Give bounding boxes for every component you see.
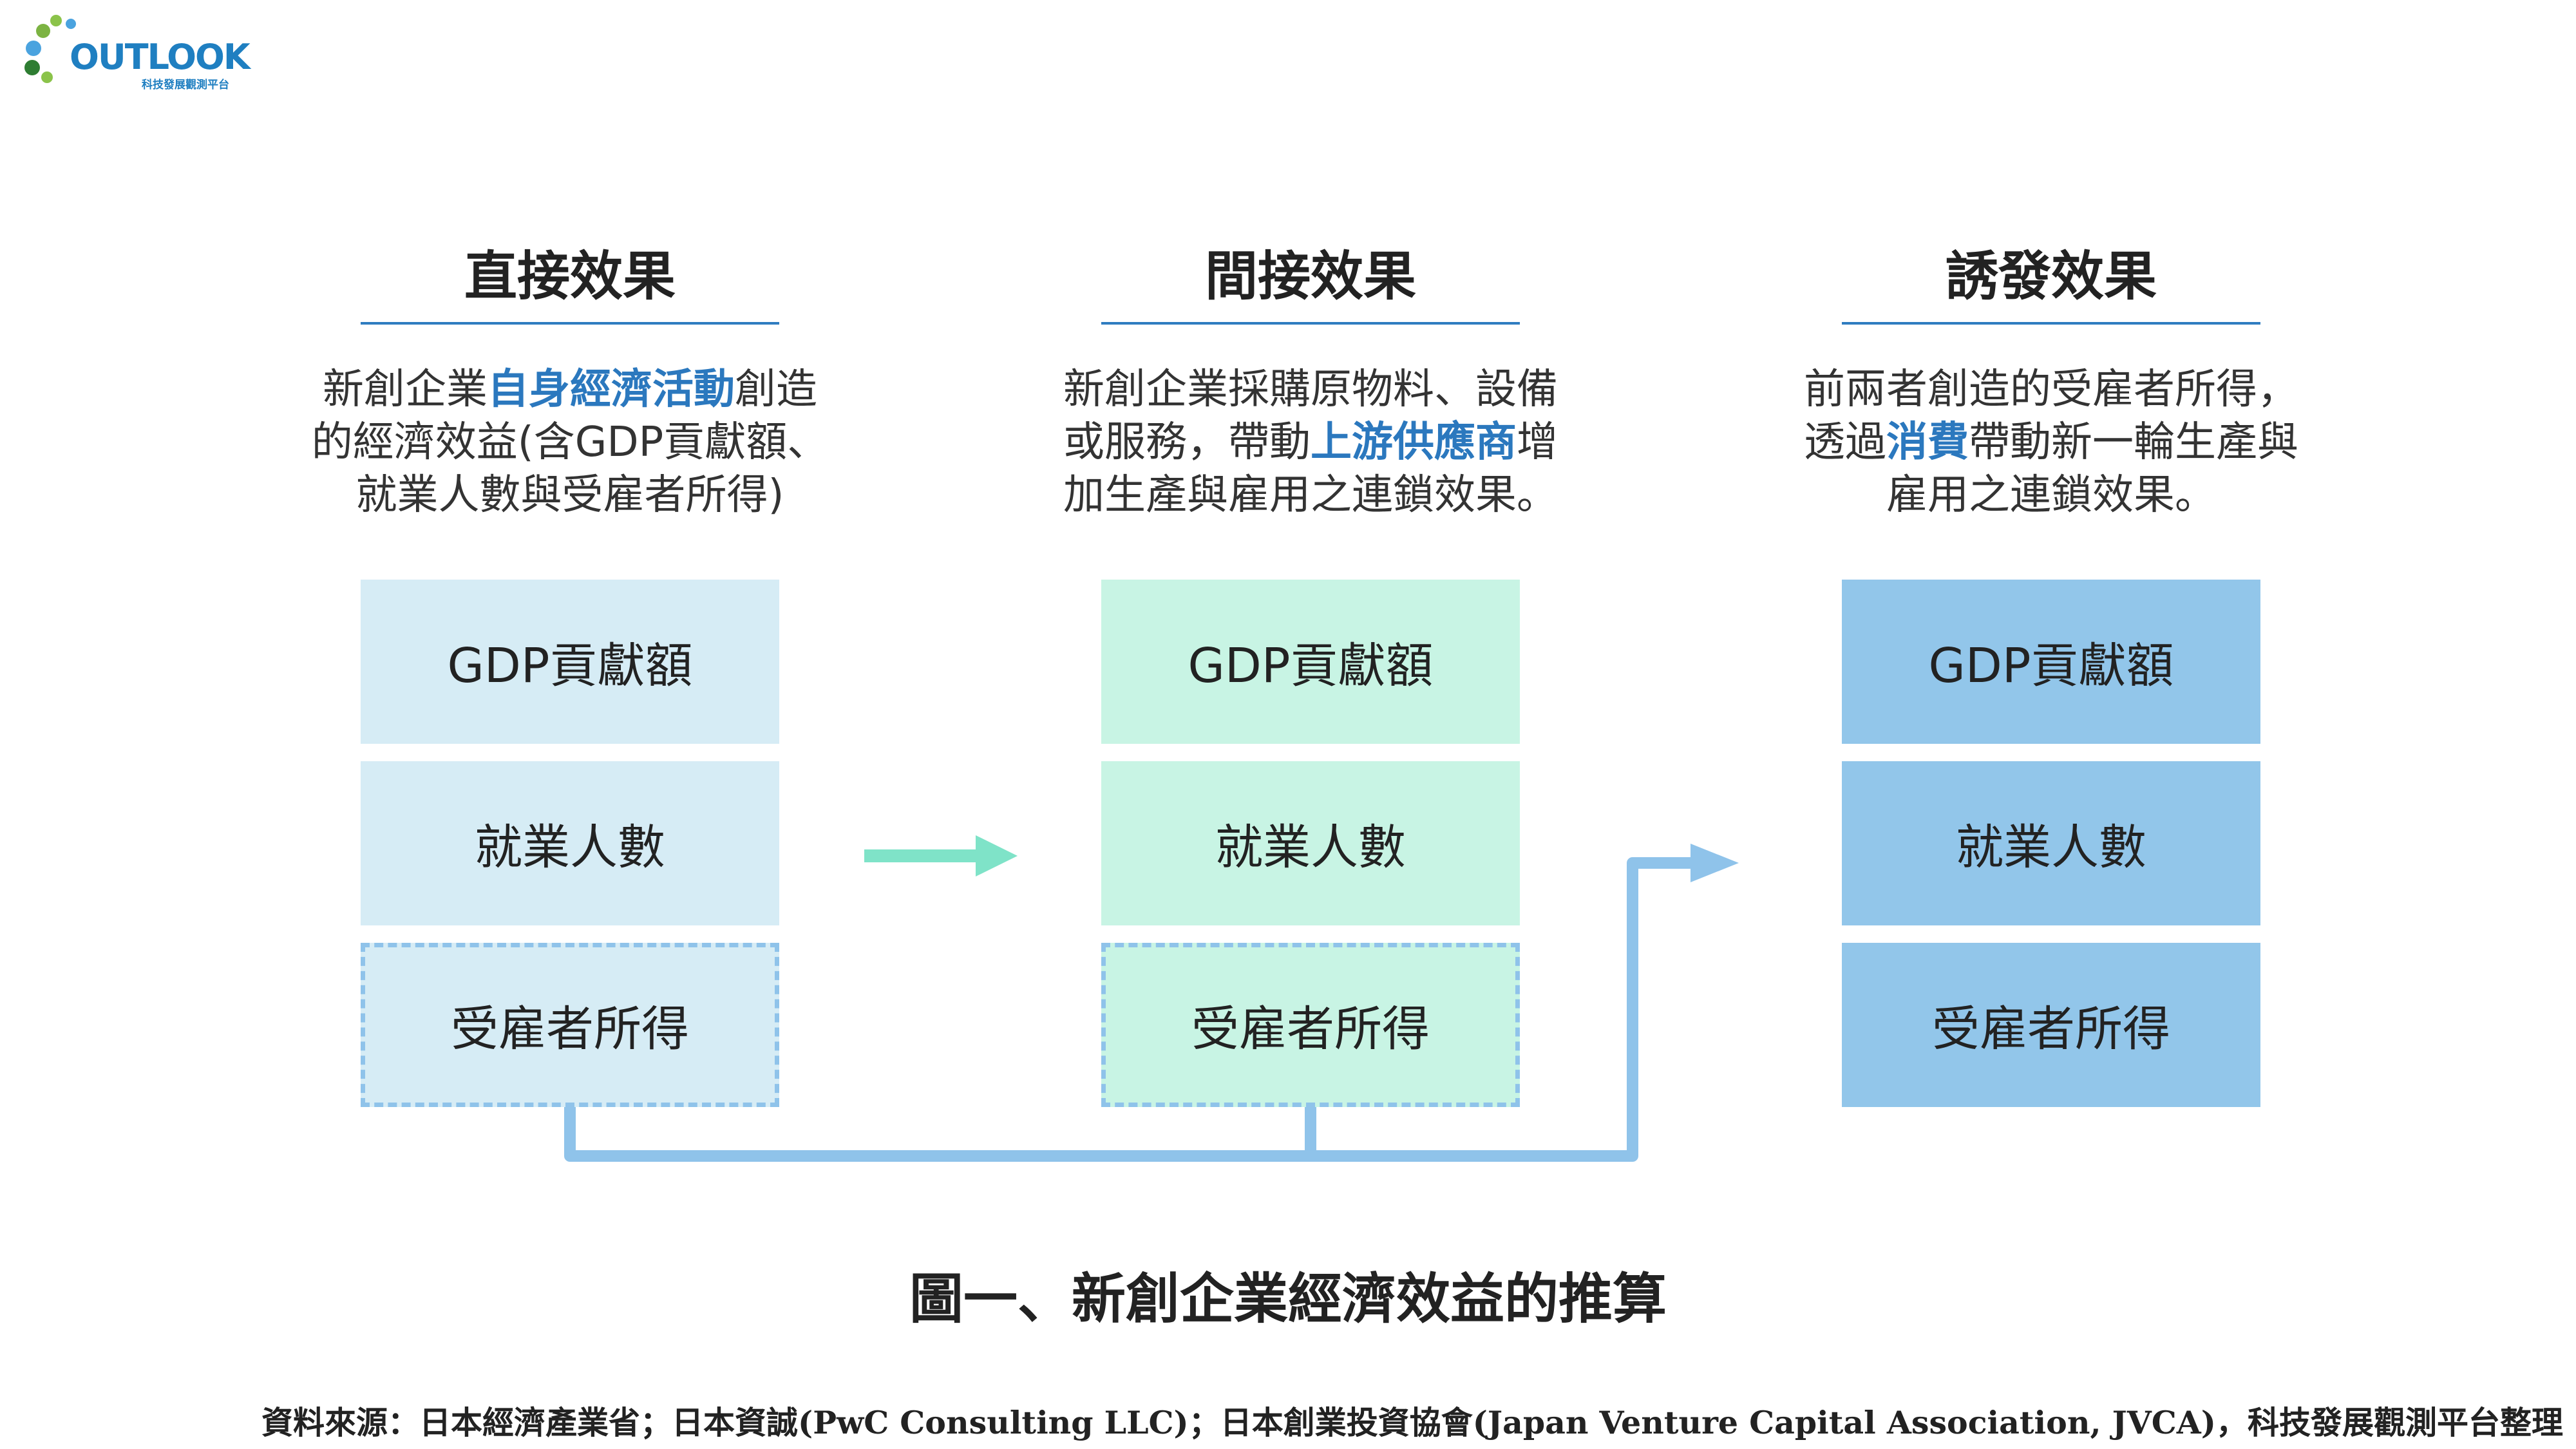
income-connector-arrow — [564, 844, 1739, 1162]
box-employee-income: 受雇者所得 — [1101, 943, 1520, 1107]
column-description: 新創企業自身經濟活動創造的經濟效益(含GDP貢獻額、就業人數與受雇者所得) — [280, 363, 860, 522]
highlighted-term: 消費 — [1886, 419, 1969, 466]
description-text: 或服務，帶動 — [1063, 419, 1311, 466]
column-direct-effect: 直接效果 新創企業自身經濟活動創造的經濟效益(含GDP貢獻額、就業人數與受雇者所… — [280, 232, 860, 522]
description-text: 增 — [1517, 419, 1558, 466]
title-underline — [1842, 322, 2260, 325]
logo: OUTLOOK 科技發展觀測平台 — [19, 10, 251, 93]
description-text: 前兩者創造的受雇者所得， — [1804, 366, 2298, 413]
box-gdp-contribution: GDP貢獻額 — [361, 580, 779, 744]
box-employee-income: 受雇者所得 — [1842, 943, 2260, 1107]
description-text: 就業人數與受雇者所得) — [355, 471, 784, 519]
box-employment: 就業人數 — [361, 761, 779, 925]
column-title: 直接效果 — [464, 246, 676, 307]
column-title: 誘發效果 — [1945, 246, 2157, 307]
description-text: 創造 — [735, 366, 817, 413]
figure-caption: 圖一、新創企業經濟效益的推算 — [909, 1267, 1667, 1331]
highlighted-term: 上游供應商 — [1311, 419, 1517, 466]
description-text: 透過 — [1804, 419, 1886, 466]
logo-wordmark: OUTLOOK — [70, 37, 251, 77]
column-description: 新創企業採購原物料、設備或服務，帶動上游供應商增加生產與雇用之連鎖效果。 — [1021, 363, 1600, 522]
box-employee-income: 受雇者所得 — [361, 943, 779, 1107]
box-gdp-contribution: GDP貢獻額 — [1842, 580, 2260, 744]
box-employment: 就業人數 — [1842, 761, 2260, 925]
column-induced-effect: 誘發效果 前兩者創造的受雇者所得， 透過消費帶動新一輪生產與雇用之連鎖效果。 — [1761, 232, 2341, 522]
arrow-right-icon — [864, 835, 1018, 876]
column-title: 間接效果 — [1204, 246, 1416, 307]
title-underline — [361, 322, 779, 325]
description-text: 帶動新一輪生產與 — [1969, 419, 2298, 466]
description-text: 加生產與雇用之連鎖效果。 — [1063, 471, 1558, 519]
logo-dots-icon — [19, 10, 97, 87]
logo-subtitle: 科技發展觀測平台 — [142, 79, 229, 91]
column-description: 前兩者創造的受雇者所得， 透過消費帶動新一輪生產與雇用之連鎖效果。 — [1761, 363, 2341, 522]
box-gdp-contribution: GDP貢獻額 — [1101, 580, 1520, 744]
column-indirect-effect: 間接效果 新創企業採購原物料、設備或服務，帶動上游供應商增加生產與雇用之連鎖效果… — [1021, 232, 1600, 522]
title-underline — [1101, 322, 1520, 325]
source-note: 資料來源：日本經濟產業省；日本資誠(PwC Consulting LLC)；日本… — [261, 1404, 2563, 1441]
box-employment: 就業人數 — [1101, 761, 1520, 925]
description-text: 新創企業採購原物料、設備 — [1063, 366, 1558, 413]
description-text: 雇用之連鎖效果。 — [1886, 471, 2216, 519]
description-text: 的經濟效益(含GDP貢獻額、 — [311, 419, 829, 466]
description-text: 新創企業 — [323, 366, 488, 413]
highlighted-term: 自身經濟活動 — [488, 366, 735, 413]
